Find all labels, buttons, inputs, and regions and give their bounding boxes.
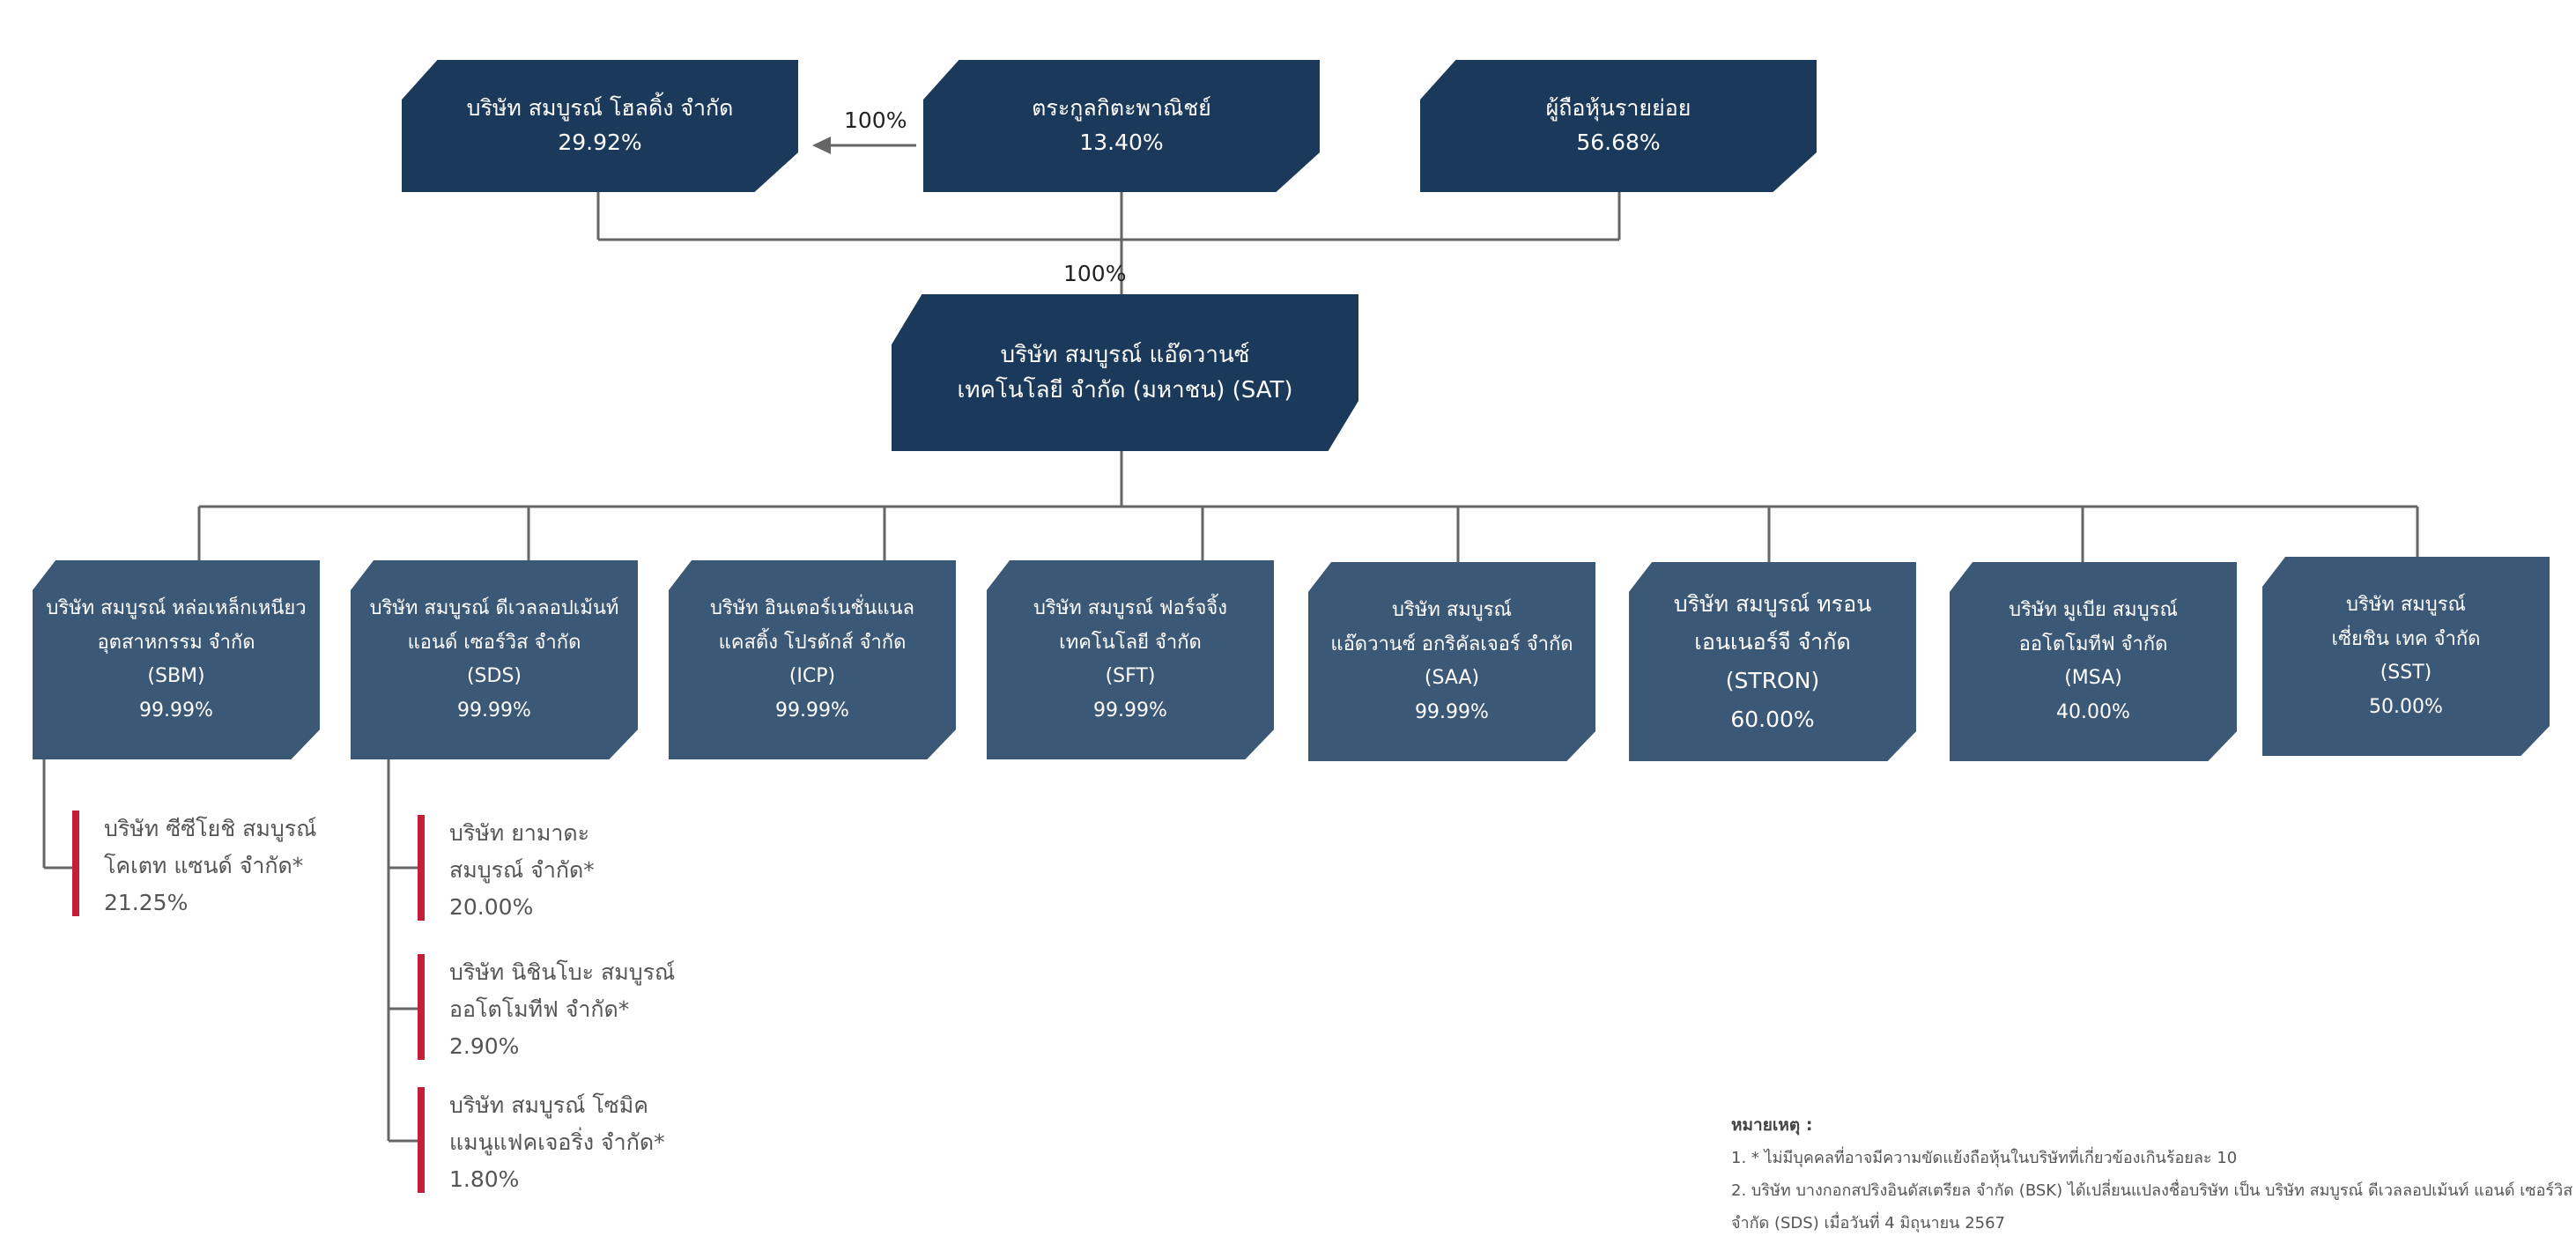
subsidiary-name-line1: บริษัท สมบูรณ์ ทรอน: [1673, 590, 1872, 617]
subsidiary-sst: บริษัท สมบูรณ์ เซี่ยชิน เทค จำกัด (SST) …: [2262, 557, 2550, 756]
holding-link-label: 100%: [844, 107, 907, 133]
affiliate-text: บริษัท ซีซีโยชิ สมบูรณ์ โคเตท แซนด์ จำกั…: [104, 811, 316, 922]
affiliate-name-line1: บริษัท สมบูรณ์ โซมิค: [449, 1092, 648, 1118]
affiliate-accent-bar: [418, 815, 425, 921]
notes-heading: หมายเหตุ :: [1731, 1115, 1813, 1135]
subsidiary-name-line2: เซี่ยชิน เทค จำกัด: [2331, 627, 2481, 650]
affiliate-name-line1: บริษัท ยามาดะ: [449, 820, 590, 846]
sat-name-line2: เทคโนโลยี จำกัด (มหาชน) (SAT): [957, 377, 1293, 403]
note-1: 1. * ไม่มีบุคคลที่อาจมีความขัดแย้งถือหุ้…: [1731, 1148, 2238, 1167]
subsidiary-name-line1: บริษัท สมบูรณ์ ดีเวลลอปเม้นท์: [369, 597, 619, 619]
affiliate-accent-bar: [418, 1087, 425, 1193]
shareholder-pct: 56.68%: [1576, 130, 1661, 155]
subsidiary-code: (SAA): [1424, 667, 1480, 689]
subsidiary-code: (SDS): [466, 665, 522, 687]
shareholder-name: ผู้ถือหุ้นรายย่อย: [1545, 95, 1691, 122]
affiliate-pct: 1.80%: [449, 1166, 520, 1192]
subsidiary-name-line2: เทคโนโลยี จำกัด: [1059, 631, 1202, 654]
affiliate-name-line2: แมนูแฟคเจอริ่ง จำกัด*: [449, 1129, 665, 1155]
subsidiary-code: (ICP): [788, 665, 836, 687]
subsidiary-stron: บริษัท สมบูรณ์ ทรอน เอนเนอร์จี จำกัด (ST…: [1629, 562, 1916, 761]
subsidiary-code: (MSA): [2064, 667, 2122, 689]
shareholder-minority: ผู้ถือหุ้นรายย่อย 56.68%: [1420, 60, 1817, 192]
shareholder-somboon-holding: บริษัท สมบูรณ์ โฮลดิ้ง จำกัด 29.92%: [402, 60, 798, 192]
subsidiary-name-line1: บริษัท สมบูรณ์: [2346, 594, 2466, 616]
subsidiary-pct: 50.00%: [2369, 695, 2443, 718]
subsidiary-sft: บริษัท สมบูรณ์ ฟอร์จจิ้ง เทคโนโลยี จำกัด…: [987, 560, 1274, 759]
affiliate-text: บริษัท นิชินโบะ สมบูรณ์ ออโตโมทีฟ จำกัด*…: [449, 954, 675, 1065]
subsidiary-pct: 99.99%: [457, 699, 531, 722]
subsidiary-name-line2: แคสติ้ง โปรดักส์ จำกัด: [718, 631, 907, 654]
subsidiary-name-line1: บริษัท สมบูรณ์ ฟอร์จจิ้ง: [1033, 597, 1228, 619]
shareholder-name: บริษัท สมบูรณ์ โฮลดิ้ง จำกัด: [466, 95, 734, 122]
subsidiary-pct: 40.00%: [2056, 700, 2130, 723]
note-2-line2: จำกัด (SDS) เมื่อวันที่ 4 มิถุนายน 2567: [1731, 1213, 2006, 1232]
subsidiary-name-line1: บริษัท มูเบีย สมบูรณ์: [2009, 599, 2178, 621]
subsidiary-name-line1: บริษัท สมบูรณ์ หล่อเหล็กเหนียว: [46, 597, 307, 619]
affiliate-pct: 2.90%: [449, 1033, 520, 1059]
affiliate-name-line2: ออโตโมทีฟ จำกัด*: [449, 996, 630, 1022]
parent-company-sat: บริษัท สมบูรณ์ แอ๊ดวานซ์ เทคโนโลยี จำกัด…: [892, 294, 1358, 451]
affiliate-accent-bar: [418, 954, 425, 1060]
shareholder-name: ตระกูลกิตะพาณิชย์: [1032, 95, 1211, 122]
affiliate-name-line1: บริษัท ซีซีโยชิ สมบูรณ์: [104, 816, 317, 841]
affiliate-name-line2: โคเตท แซนด์ จำกัด*: [104, 853, 304, 878]
subsidiary-code: (SST): [2380, 662, 2432, 684]
subsidiary-pct: 60.00%: [1730, 706, 1815, 732]
shareholder-pct: 13.40%: [1079, 130, 1164, 155]
subsidiary-code: (STRON): [1725, 668, 1820, 693]
sat-name-line1: บริษัท สมบูรณ์ แอ๊ดวานซ์: [1000, 341, 1250, 368]
shareholder-pct: 29.92%: [558, 130, 642, 155]
affiliate-name-line1: บริษัท นิชินโบะ สมบูรณ์: [449, 959, 676, 985]
affiliate-pct: 20.00%: [449, 894, 534, 920]
sat-link-label: 100%: [1063, 261, 1127, 286]
subsidiary-pct: 99.99%: [1093, 699, 1167, 722]
subsidiary-name-line2: ออโตโมทีฟ จำกัด: [2018, 633, 2168, 655]
subsidiary-name-line2: แอนด์ เซอร์วิส จำกัด: [407, 631, 581, 654]
subsidiary-name-line1: บริษัท อินเตอร์เนชั่นแนล: [709, 597, 915, 619]
subsidiary-name-line2: แอ๊ดวานซ์ อกริคัลเจอร์ จำกัด: [1330, 633, 1573, 655]
affiliate-name-line2: สมบูรณ์ จำกัด*: [449, 857, 595, 883]
affiliate-accent-bar: [72, 811, 79, 916]
subsidiary-code: (SFT): [1105, 665, 1156, 687]
subsidiary-pct: 99.99%: [1415, 700, 1489, 723]
note-2-line1: 2. บริษัท บางกอกสปริงอินดัสเตรียล จำกัด …: [1731, 1181, 2573, 1200]
affiliate-text: บริษัท สมบูรณ์ โซมิค แมนูแฟคเจอริ่ง จำกั…: [449, 1087, 665, 1198]
subsidiary-sbm: บริษัท สมบูรณ์ หล่อเหล็กเหนียว อุตสาหกรร…: [33, 560, 320, 759]
subsidiary-icp: บริษัท อินเตอร์เนชั่นแนล แคสติ้ง โปรดักส…: [669, 560, 956, 759]
subsidiary-code: (SBM): [147, 665, 205, 687]
subsidiary-saa: บริษัท สมบูรณ์ แอ๊ดวานซ์ อกริคัลเจอร์ จำ…: [1308, 562, 1595, 761]
shareholder-kitapanich-family: ตระกูลกิตะพาณิชย์ 13.40%: [923, 60, 1320, 192]
subsidiary-name-line2: เอนเนอร์จี จำกัด: [1694, 629, 1851, 655]
affiliate-pct: 21.25%: [104, 890, 189, 915]
affiliate-text: บริษัท ยามาดะ สมบูรณ์ จำกัด* 20.00%: [449, 815, 595, 926]
subsidiary-sds: บริษัท สมบูรณ์ ดีเวลลอปเม้นท์ แอนด์ เซอร…: [351, 560, 638, 759]
subsidiary-pct: 99.99%: [139, 699, 213, 722]
subsidiary-pct: 99.99%: [775, 699, 849, 722]
subsidiary-name-line2: อุตสาหกรรม จำกัด: [97, 631, 255, 654]
subsidiary-name-line1: บริษัท สมบูรณ์: [1392, 599, 1512, 621]
subsidiary-msa: บริษัท มูเบีย สมบูรณ์ ออโตโมทีฟ จำกัด (M…: [1950, 562, 2237, 761]
footnotes: หมายเหตุ : 1. * ไม่มีบุคคลที่อาจมีความขั…: [1731, 1108, 2572, 1240]
